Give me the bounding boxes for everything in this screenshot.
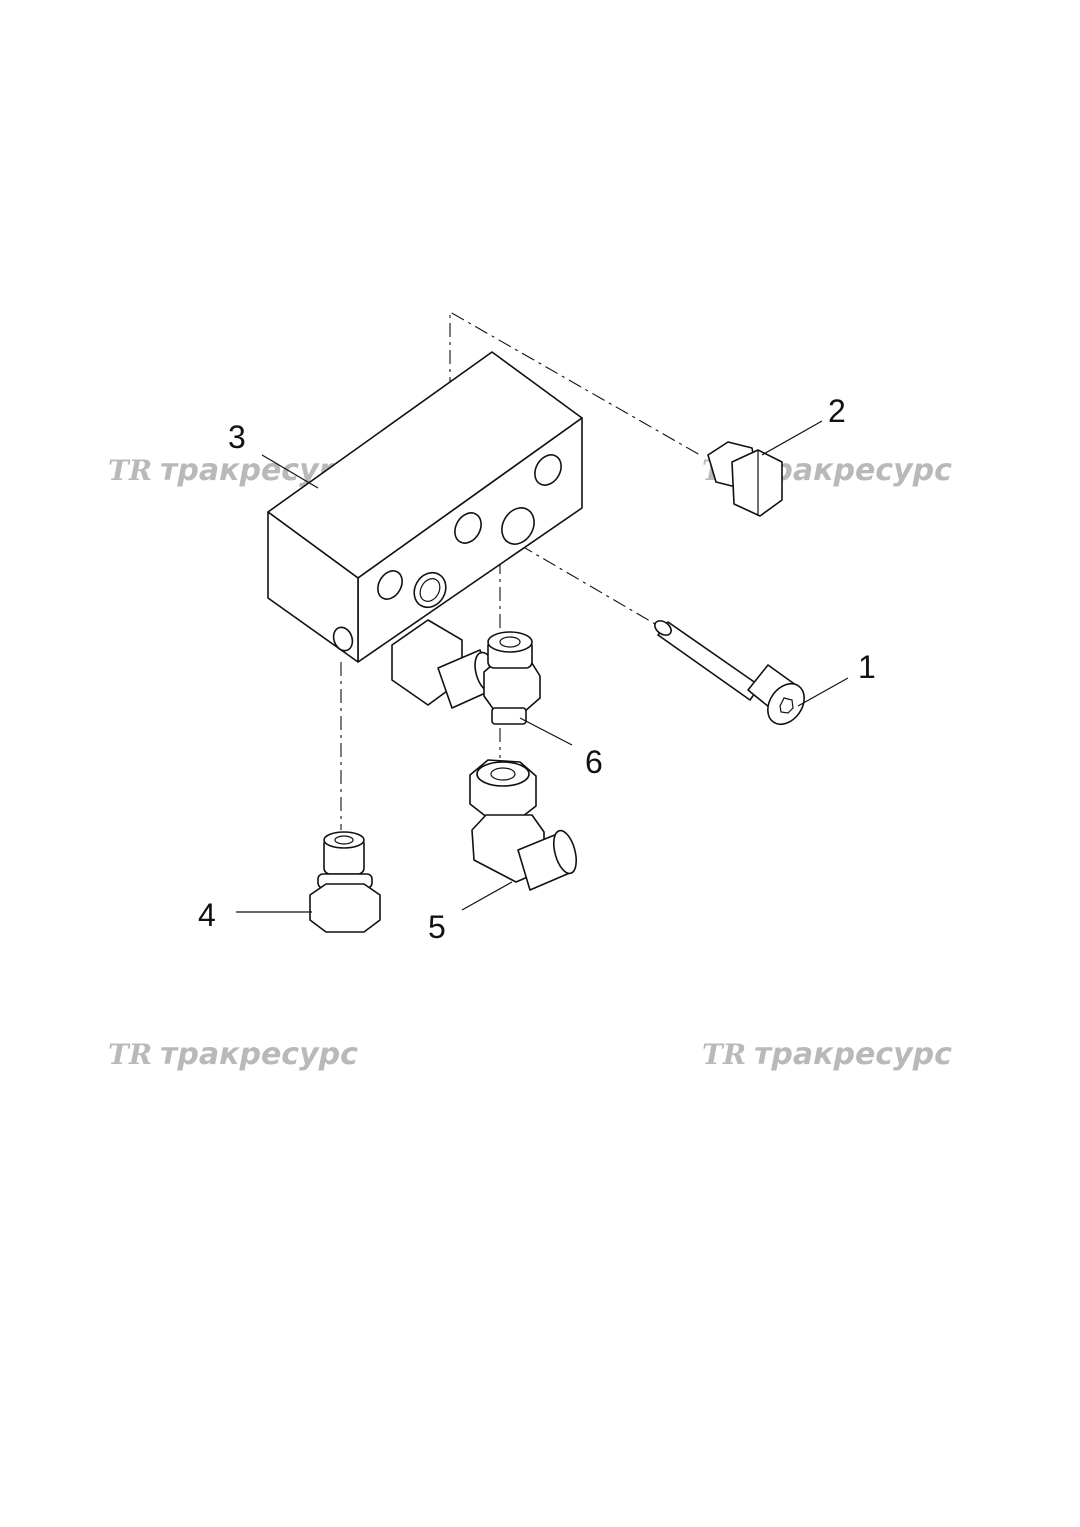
leader-1 [797,677,849,707]
elbow-part-5 [469,759,578,891]
adapter-bore [499,636,521,648]
watermark-logo: TR [108,1038,152,1071]
callout-3: 3 [228,419,246,455]
elbow-nut-top [476,761,530,787]
watermark-text: тракресурс [160,1037,358,1072]
leader-5 [461,881,513,911]
callout-2: 2 [828,393,846,429]
valve-block-part-3 [267,351,583,709]
leader-lines [236,420,849,913]
screw-socket [779,697,794,714]
adapter-top [487,631,533,653]
leader-3 [261,454,319,489]
screw-head-face [767,682,805,726]
callout-4: 4 [198,897,216,933]
block-port-hole [534,454,562,486]
callout-5: 5 [428,909,446,945]
adapter-stem [491,707,527,725]
block-port-inner [419,578,441,602]
callout-1: 1 [858,649,876,685]
watermark-bottom-right: TR тракресурс [702,1037,952,1072]
watermark-logo: TR [108,454,152,487]
cap-screw-part-1 [654,620,805,726]
plug-4-top [323,831,365,849]
adapter-part-6 [483,631,541,725]
screw-shank [657,621,761,701]
block-port-hole [377,570,403,600]
callouts: 2 3 1 6 4 5 [198,393,876,945]
elbow-outlet-end [552,829,578,875]
watermark-logo: TR [702,1038,746,1071]
plug-hex [731,449,783,517]
watermark-bottom-left: TR тракресурс [108,1037,358,1072]
leader-2 [761,420,823,456]
watermark-text: тракресурс [754,453,952,488]
callout-6: 6 [585,744,603,780]
block-side-port [332,626,354,652]
block-port-hole [501,507,535,545]
plug-4-bore [334,835,354,845]
plug-part-4 [309,831,381,933]
watermark-text: тракресурс [754,1037,952,1072]
block-port-hole [454,512,482,544]
elbow-nut-bore [490,767,516,781]
plug-4-hex [309,883,381,933]
block-side-face [267,511,359,663]
screw-tip [654,620,672,636]
axis-block-to-bolt [519,544,663,629]
plug-part-2 [707,441,783,517]
leader-6 [519,717,573,746]
